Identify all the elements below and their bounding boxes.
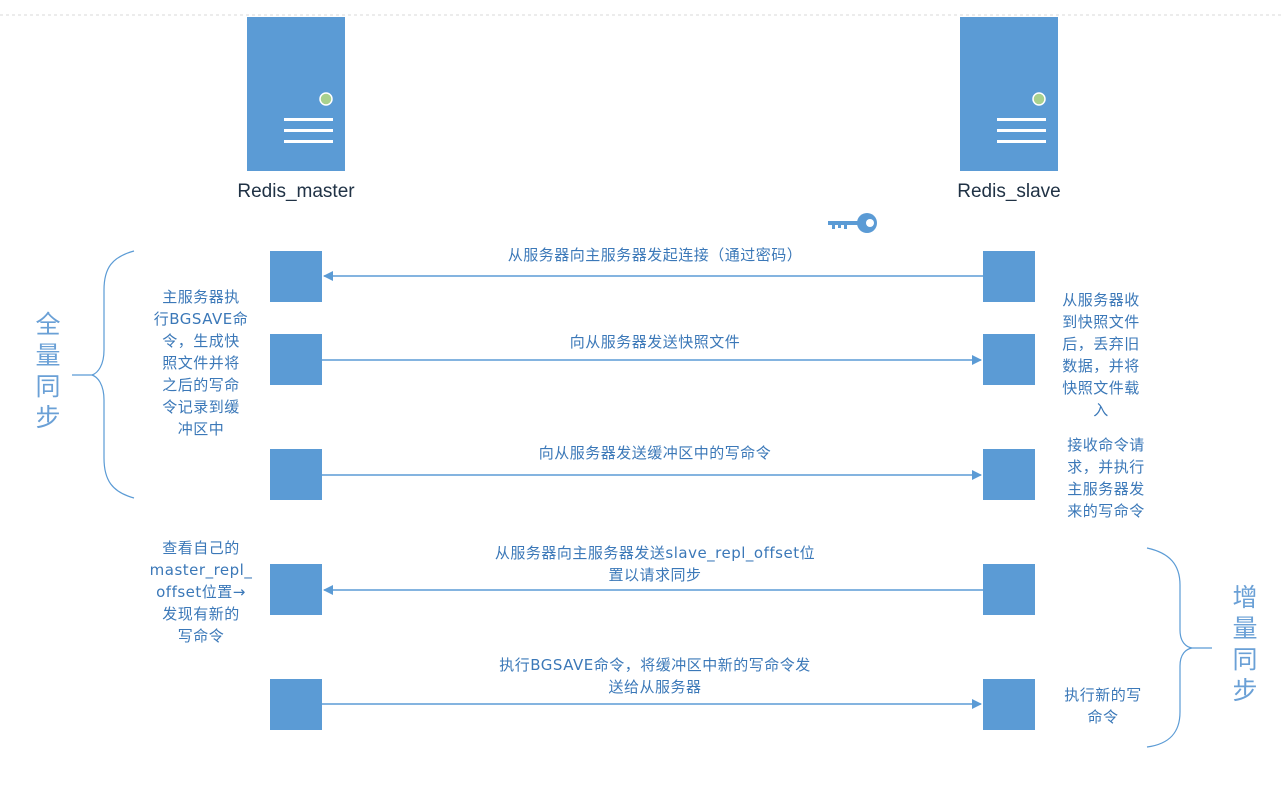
note-line: 令记录到缓: [162, 398, 240, 416]
message-snapshot: 向从服务器发送快照文件: [569, 333, 741, 351]
note-line: 行BGSAVE命: [153, 310, 249, 328]
note-line: master_repl_: [149, 561, 253, 579]
note-line: 照文件并将: [162, 354, 240, 372]
message-offset-line-2: 置以请求同步: [608, 566, 702, 584]
note-line: 主服务器执: [162, 288, 240, 306]
message-new-writes: 执行BGSAVE命令，将缓冲区中新的写命令发 送给从服务器: [440, 654, 870, 698]
note-line: 从服务器收: [1062, 291, 1140, 309]
note-line: 来的写命令: [1067, 502, 1145, 520]
master-node-3: [270, 449, 322, 500]
master-node-1: [270, 251, 322, 302]
message-new-writes-line-2: 送给从服务器: [608, 678, 702, 696]
note-line: 发现有新的: [162, 605, 240, 623]
master-node-2: [270, 334, 322, 385]
note-line: 主服务器发: [1067, 480, 1145, 498]
slave-server-label: Redis_slave: [957, 181, 1061, 202]
slave-node-4: [983, 564, 1035, 615]
note-line: offset位置→: [156, 583, 246, 601]
note-line: 接收命令请: [1067, 436, 1145, 454]
note-line: 入: [1093, 401, 1109, 419]
full-sync-label: 全量同步: [35, 310, 61, 432]
message-buffer: 向从服务器发送缓冲区中的写命令: [538, 444, 772, 462]
master-node-5: [270, 679, 322, 730]
incremental-sync-brace: [1146, 547, 1212, 748]
note-line: 后，丢弃旧: [1062, 335, 1140, 353]
note-line: 之后的写命: [162, 376, 240, 394]
note-line: 命令: [1087, 708, 1119, 726]
master-server-label: Redis_master: [237, 181, 355, 202]
slave-server-icon: [960, 17, 1058, 171]
slave-note-execute-new: 执行新的写 命令: [1047, 684, 1159, 728]
message-offset: 从服务器向主服务器发送slave_repl_offset位 置以请求同步: [440, 542, 870, 586]
master-node-4: [270, 564, 322, 615]
message-connect: 从服务器向主服务器发起连接（通过密码）: [507, 246, 803, 264]
incremental-sync-label: 增量同步: [1232, 583, 1258, 705]
master-server-icon: [247, 17, 345, 171]
slave-node-3: [983, 449, 1035, 500]
slave-node-5: [983, 679, 1035, 730]
slave-node-1: [983, 251, 1035, 302]
full-sync-brace: [72, 250, 135, 499]
message-new-writes-line-1: 执行BGSAVE命令，将缓冲区中新的写命令发: [499, 656, 811, 674]
note-line: 写命令: [177, 627, 225, 645]
note-line: 令，生成快: [162, 332, 240, 350]
slave-note-execute-commands: 接收命令请 求，并执行 主服务器发 来的写命令: [1050, 434, 1162, 522]
master-note-offset: 查看自己的 master_repl_ offset位置→ 发现有新的 写命令: [140, 537, 262, 647]
slave-note-load-snapshot: 从服务器收 到快照文件 后，丢弃旧 数据，并将 快照文件载 入: [1045, 289, 1157, 421]
master-note-bgsave: 主服务器执 行BGSAVE命 令，生成快 照文件并将 之后的写命 令记录到缓 冲…: [145, 286, 257, 440]
note-line: 查看自己的: [162, 539, 240, 557]
top-dashed-border: [0, 14, 1283, 16]
slave-node-2: [983, 334, 1035, 385]
note-line: 快照文件载: [1062, 379, 1140, 397]
message-offset-line-1: 从服务器向主服务器发送slave_repl_offset位: [494, 544, 816, 562]
note-line: 冲区中: [177, 420, 225, 438]
note-line: 到快照文件: [1062, 313, 1140, 331]
note-line: 执行新的写: [1064, 686, 1142, 704]
note-line: 求，并执行: [1067, 458, 1145, 476]
note-line: 数据，并将: [1062, 357, 1140, 375]
key-icon: [828, 213, 877, 233]
